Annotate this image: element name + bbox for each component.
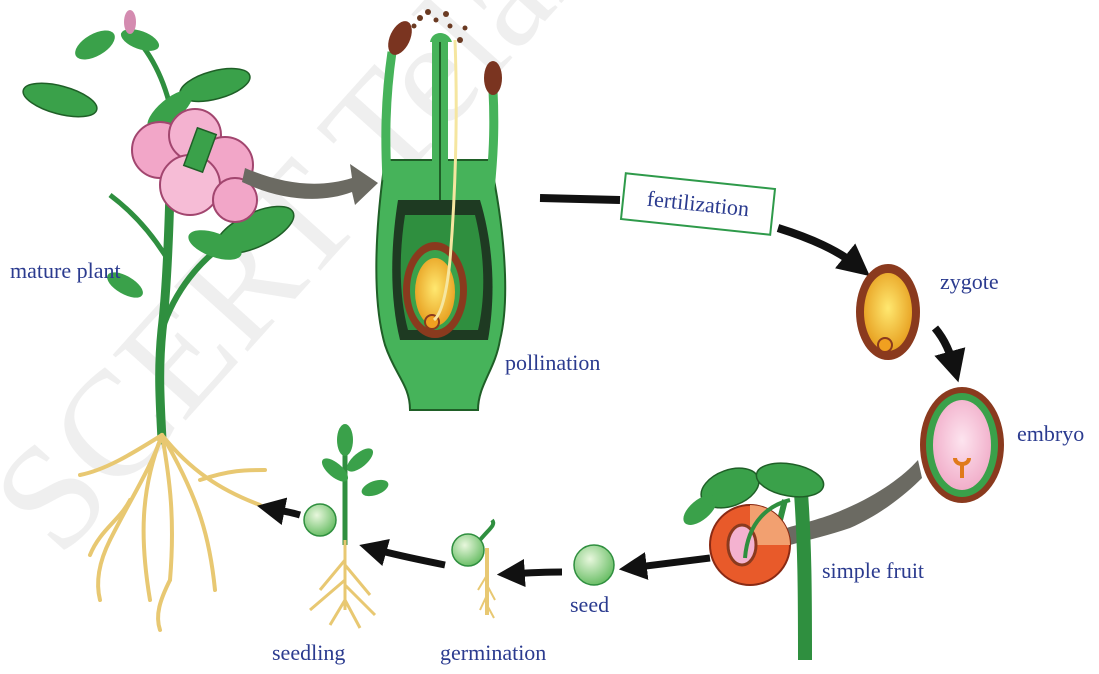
seed-label: seed: [570, 594, 609, 616]
arrow-seed-to-germination: [508, 572, 562, 574]
fertilization-label: fertilization: [646, 186, 751, 223]
arrow-fertilization-to-zygote: [778, 228, 860, 268]
embryo-label: embryo: [1017, 423, 1084, 445]
seedling-label: seedling: [272, 642, 345, 664]
arrow-germination-to-seedling: [370, 548, 445, 565]
germination-label: germination: [440, 642, 546, 664]
simple-fruit-label: simple fruit: [822, 560, 924, 582]
pollination-label: pollination: [505, 352, 600, 374]
zygote-illustration: [856, 264, 920, 360]
arrow-pollination-to-fertilization: [540, 198, 620, 200]
arrow-fruit-to-seed: [630, 558, 710, 568]
flower-cluster: [132, 109, 257, 222]
arrow-zygote-to-embryo: [935, 328, 955, 370]
arrow-seedling-to-mature-plant: [268, 508, 300, 515]
mature-plant-label: mature plant: [10, 260, 121, 282]
seedling-illustration: [304, 424, 391, 628]
germination-illustration: [452, 520, 495, 618]
embryo-illustration: [920, 387, 1004, 503]
seed-illustration: [574, 545, 614, 585]
zygote-label: zygote: [940, 271, 999, 293]
